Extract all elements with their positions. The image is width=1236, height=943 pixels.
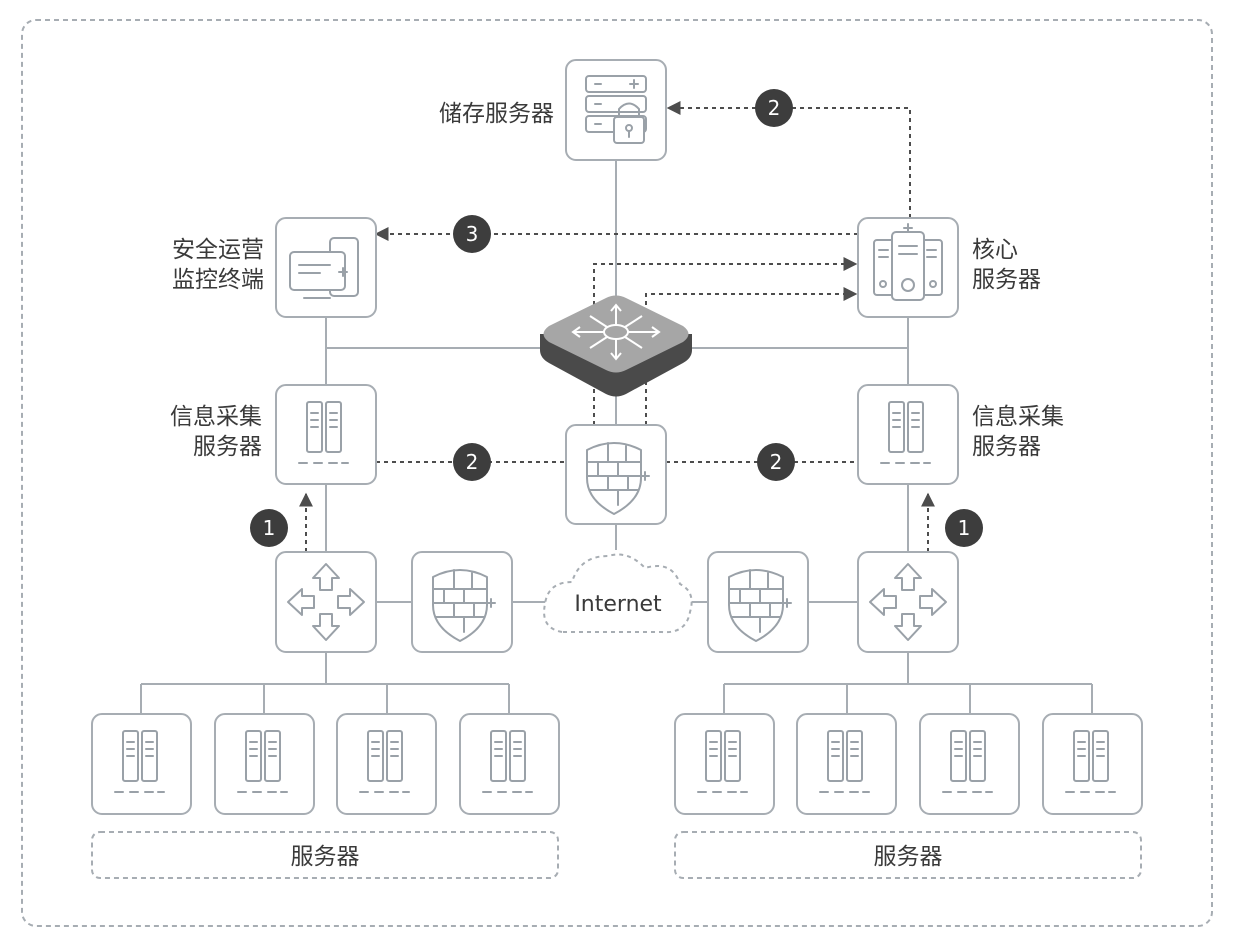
central-firewall-node[interactable] (565, 424, 667, 525)
server-group (91, 713, 1143, 815)
server-node[interactable] (919, 713, 1020, 815)
core-router-icon (571, 303, 661, 361)
flow-badge-core-to-terminal: 3 (453, 215, 491, 253)
svg-text:1: 1 (263, 516, 276, 540)
info-collect-right-label-line1: 信息采集 (972, 404, 1064, 430)
info-collect-left-label-line2: 服务器 (193, 434, 262, 460)
svg-text:3: 3 (466, 222, 479, 246)
servers-left-caption: 服务器 (291, 844, 360, 870)
flow-badge-left-switch: 1 (250, 509, 288, 547)
servers-right-group-box (674, 831, 1142, 879)
monitor-terminal-icon (289, 237, 359, 299)
cloud-icon (543, 553, 693, 634)
server-node[interactable] (214, 713, 315, 815)
storage-lock-icon (585, 75, 647, 144)
storage-server-node[interactable] (565, 59, 667, 161)
internet-label: Internet (574, 592, 662, 617)
core-server-node[interactable] (857, 217, 959, 318)
flow-badge-right-switch: 1 (945, 509, 983, 547)
core-server-icon (873, 223, 943, 301)
servers-left-group-box (91, 831, 559, 879)
flow-badge-right-collect: 2 (757, 443, 795, 481)
server-node[interactable] (459, 713, 560, 815)
security-terminal-node[interactable] (275, 217, 377, 318)
network-links (140, 160, 1093, 714)
storage-server-label: 储存服务器 (439, 101, 554, 127)
server-node[interactable] (1042, 713, 1143, 815)
server-node[interactable] (796, 713, 897, 815)
flow-badge-left-collect: 2 (453, 443, 491, 481)
switch-left-node[interactable] (275, 551, 377, 653)
security-terminal-label-line1: 安全运营 (172, 237, 264, 263)
core-server-label-line1: 核心 (972, 237, 1018, 263)
firewall-right-node[interactable] (707, 551, 809, 653)
switch-right-node[interactable] (857, 551, 959, 653)
svg-text:2: 2 (466, 450, 479, 474)
info-collect-left-label-line1: 信息采集 (170, 404, 262, 430)
info-collect-server-right-node[interactable] (857, 384, 959, 485)
svg-text:2: 2 (768, 96, 781, 120)
svg-text:2: 2 (770, 450, 783, 474)
servers-right-caption: 服务器 (874, 844, 943, 870)
info-collect-server-left-node[interactable] (275, 384, 377, 485)
security-terminal-label-line2: 监控终端 (172, 267, 264, 293)
internet-cloud: Internet (543, 553, 693, 634)
diagram-frame (21, 19, 1213, 927)
server-node[interactable] (336, 713, 437, 815)
core-server-label-line2: 服务器 (972, 267, 1041, 293)
server-node[interactable] (91, 713, 192, 815)
firewall-left-node[interactable] (411, 551, 513, 653)
info-collect-right-label-line2: 服务器 (972, 434, 1041, 460)
server-node[interactable] (674, 713, 775, 815)
svg-text:1: 1 (958, 516, 971, 540)
flow-badge-core-to-storage: 2 (755, 89, 793, 127)
core-router-node[interactable] (540, 295, 692, 397)
